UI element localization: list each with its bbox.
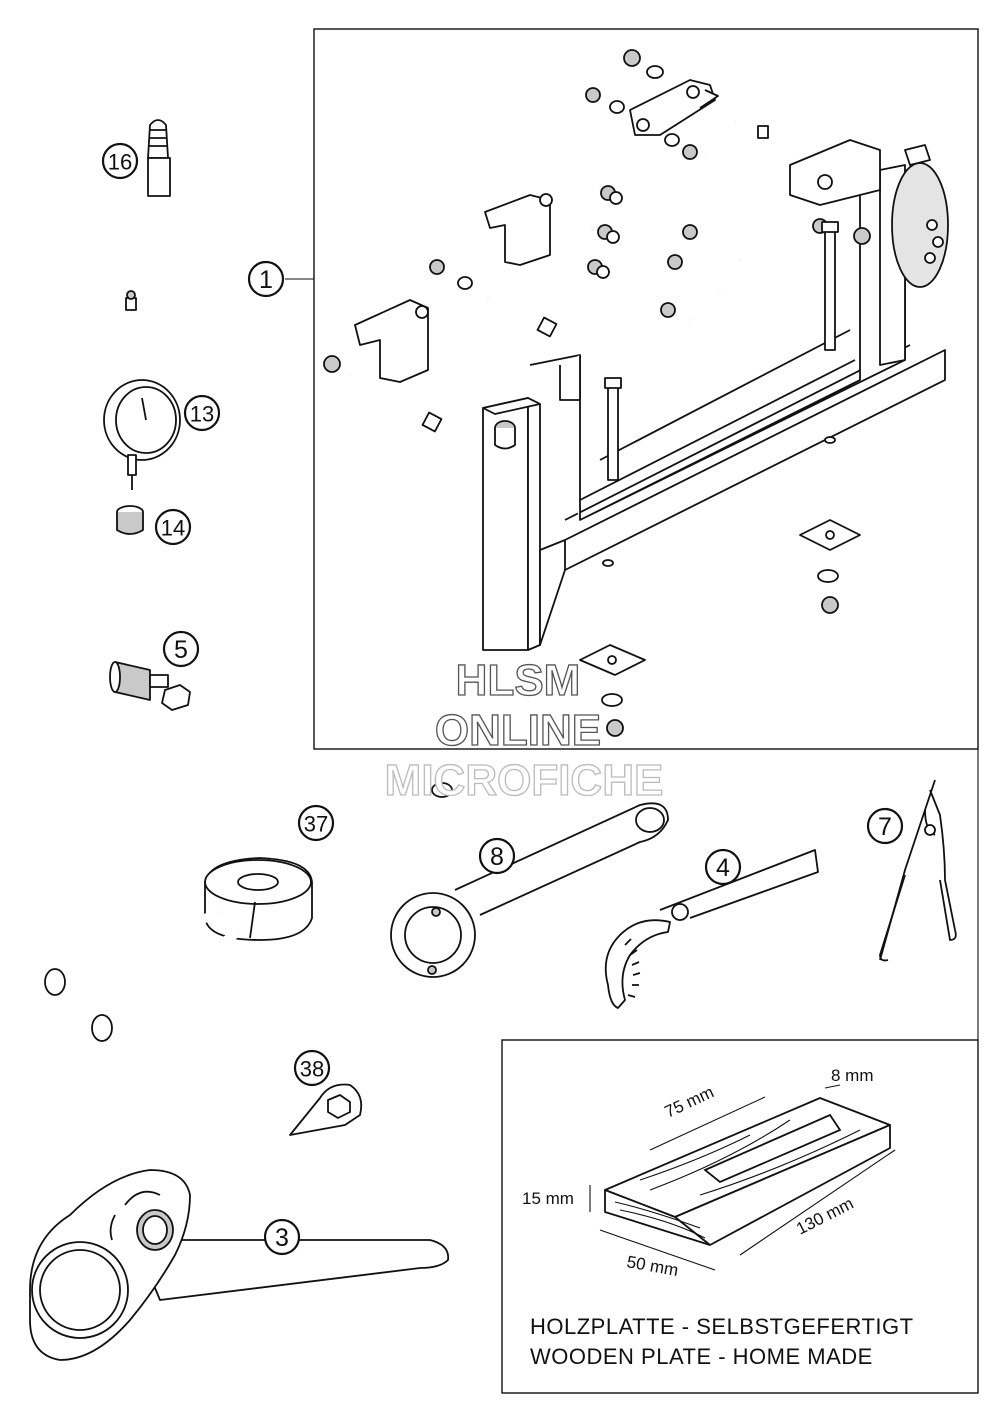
callout-4: 4: [704, 848, 742, 886]
callout-1-label: 1: [259, 266, 273, 294]
engine-stand-frame: [313, 28, 979, 750]
dim-width: 50 mm: [625, 1252, 679, 1280]
dial-gauge-adapter: [116, 505, 144, 535]
flywheel-puller: [109, 661, 191, 711]
hook-wrench-4: [604, 849, 819, 1009]
engine-stand: [323, 49, 949, 737]
locking-tool-38: [289, 1083, 363, 1136]
callout-3-label: 3: [275, 1224, 289, 1252]
callout-13-label: 13: [190, 402, 214, 427]
callout-5: 5: [162, 630, 200, 668]
callout-8: 8: [478, 837, 516, 875]
callout-5-label: 5: [174, 636, 188, 664]
callout-38-label: 38: [300, 1057, 324, 1082]
callout-16-label: 16: [108, 150, 132, 175]
wooden-plate-drawing: [589, 1084, 896, 1271]
caption-german: HOLZPLATTE - SELBSTGEFERTIGT: [530, 1314, 914, 1339]
callout-7: 7: [866, 807, 904, 845]
dial-gauge: [103, 290, 181, 490]
dim-height: 15 mm: [522, 1189, 574, 1208]
callout-4-label: 4: [716, 854, 730, 882]
crankshaft-tool: [44, 782, 453, 1042]
caption-english: WOODEN PLATE - HOME MADE: [530, 1344, 873, 1369]
dim-slot: 8 mm: [831, 1066, 874, 1085]
callout-37: 37: [297, 804, 335, 842]
callout-16: 16: [101, 142, 139, 180]
pin-spanner-8: [390, 802, 669, 978]
callout-38: 38: [293, 1049, 331, 1087]
clutch-holder-3: [29, 1169, 450, 1361]
dim-length: 75 mm: [662, 1082, 717, 1121]
callout-8-label: 8: [490, 843, 504, 871]
watermark-line-2: ONLINE: [435, 706, 601, 755]
dim-total: 130 mm: [793, 1194, 856, 1239]
callout-3: 3: [263, 1218, 301, 1256]
callout-14: 14: [154, 508, 192, 546]
callout-7-label: 7: [878, 813, 892, 841]
callout-13: 13: [183, 394, 221, 432]
circlip-pliers: [879, 779, 957, 962]
callout-14-label: 14: [161, 516, 185, 541]
callout-37-label: 37: [304, 812, 328, 837]
callout-1: 1: [247, 260, 285, 298]
watermark-line-3: MICROFICHE: [385, 756, 664, 805]
watermark-line-1: HLSM: [456, 656, 581, 705]
threadlocker-tube: [147, 119, 171, 197]
wooden-plate-frame: [501, 1039, 979, 1394]
